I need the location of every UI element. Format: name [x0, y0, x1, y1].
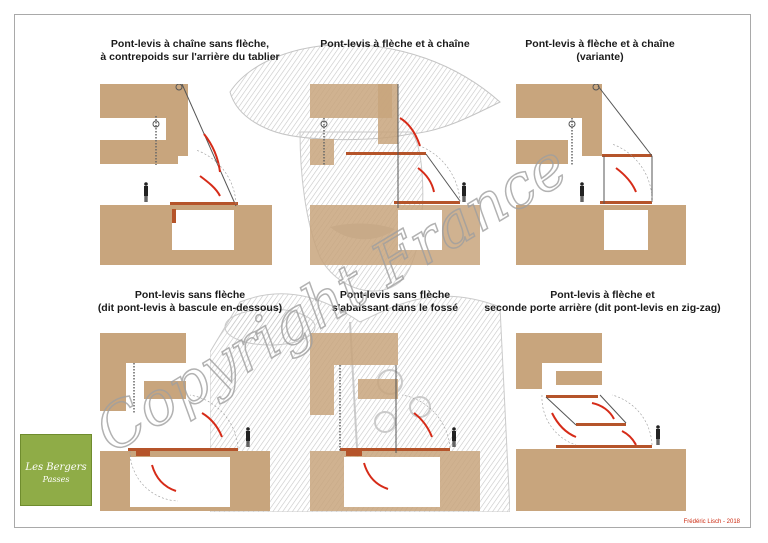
bridge-deck: [556, 445, 652, 448]
gate-pillar: [166, 84, 188, 156]
panel-title-4: Pont-levis sans flèche(dit pont-levis à …: [97, 289, 283, 314]
upper-wall-block: [516, 333, 602, 363]
motion-arrow-icon: [203, 133, 221, 173]
lintel-block: [144, 381, 186, 399]
panel-fleche-chain-variant: [516, 84, 686, 265]
bridge-deck: [600, 201, 652, 204]
upper-wall-block: [100, 84, 178, 118]
motion-arrow-icon: [363, 462, 389, 490]
sheet-frame: [14, 14, 751, 528]
author-credit: Frédéric Lisch - 2018: [683, 519, 740, 525]
motion-arrow-icon: [621, 430, 637, 446]
logo-line-1: Les Bergers: [25, 462, 87, 473]
counterweight: [172, 209, 176, 223]
counterweight: [136, 451, 150, 456]
pulley-icon: [320, 120, 328, 128]
middle-wall-block: [100, 140, 178, 164]
pit-void: [604, 210, 648, 250]
fleche-beam: [346, 152, 426, 155]
soldier-figure-icon: [452, 427, 456, 447]
chain-line: [181, 84, 237, 207]
soldier-figure-icon: [246, 427, 250, 447]
chain-line: [545, 396, 577, 426]
ground-block: [516, 205, 686, 265]
motion-arrow-icon: [399, 117, 421, 147]
bridge-deck: [340, 448, 450, 451]
brand-logo: Les Bergers Passes: [20, 434, 92, 506]
fleche-beam: [546, 395, 598, 398]
chain-line: [597, 85, 653, 157]
motion-arrow-icon: [417, 167, 435, 193]
pulley-icon: [568, 120, 576, 128]
fleche-beam: [602, 154, 652, 157]
motion-arrow-icon: [615, 167, 637, 193]
soldier-figure-icon: [144, 182, 148, 202]
ground-block: [310, 205, 480, 265]
ground-block: [516, 449, 686, 511]
chain-line: [425, 153, 461, 202]
motion-arrow-icon: [413, 412, 433, 438]
gate-pillar: [582, 84, 602, 156]
motion-arrow-icon: [151, 464, 177, 492]
panel-zigzag: [516, 333, 686, 511]
panel-fleche-chain: [310, 84, 480, 265]
pulley-icon: [592, 84, 600, 91]
upper-wall-block: [100, 333, 186, 363]
middle-wall-block: [516, 140, 568, 164]
bridge-deck: [394, 201, 460, 204]
left-pillar: [310, 365, 334, 415]
bridge-deck: [170, 202, 238, 205]
bridge-deck: [128, 448, 238, 451]
upper-wall-block: [310, 333, 398, 365]
gate-pillar: [378, 84, 398, 144]
soldier-figure-icon: [462, 182, 466, 202]
motion-arrow-icon: [201, 412, 223, 438]
soldier-figure-icon: [656, 425, 660, 445]
motion-arrow-icon: [199, 175, 221, 197]
left-pillar: [516, 363, 542, 389]
panel-title-1: Pont-levis à chaîne sans flèche,à contre…: [100, 38, 280, 63]
left-pillar: [100, 363, 126, 411]
lintel-block: [358, 379, 398, 399]
pulley-icon: [175, 84, 183, 91]
motion-arrow-icon: [551, 412, 577, 438]
motion-arrow-icon: [591, 402, 615, 420]
panel-title-3: Pont-levis à flèche et à chaîne(variante…: [525, 38, 675, 63]
pit-void: [172, 210, 234, 250]
lintel-block: [556, 371, 602, 385]
second-beam: [576, 423, 626, 426]
panel-bascule-below: [100, 333, 270, 511]
counterweight: [346, 451, 362, 456]
pit-void: [130, 457, 230, 507]
logo-line-2: Passes: [42, 475, 70, 484]
soldier-figure-icon: [580, 182, 584, 202]
panel-into-ditch: [310, 333, 480, 511]
panel-title-2: Pont-levis à flèche et à chaîne: [320, 38, 470, 50]
pulley-icon: [152, 120, 160, 128]
pit-void: [344, 457, 440, 507]
pit-void: [398, 210, 442, 250]
panel-counterweight-chain: [100, 84, 272, 265]
middle-wall-block: [310, 139, 334, 165]
